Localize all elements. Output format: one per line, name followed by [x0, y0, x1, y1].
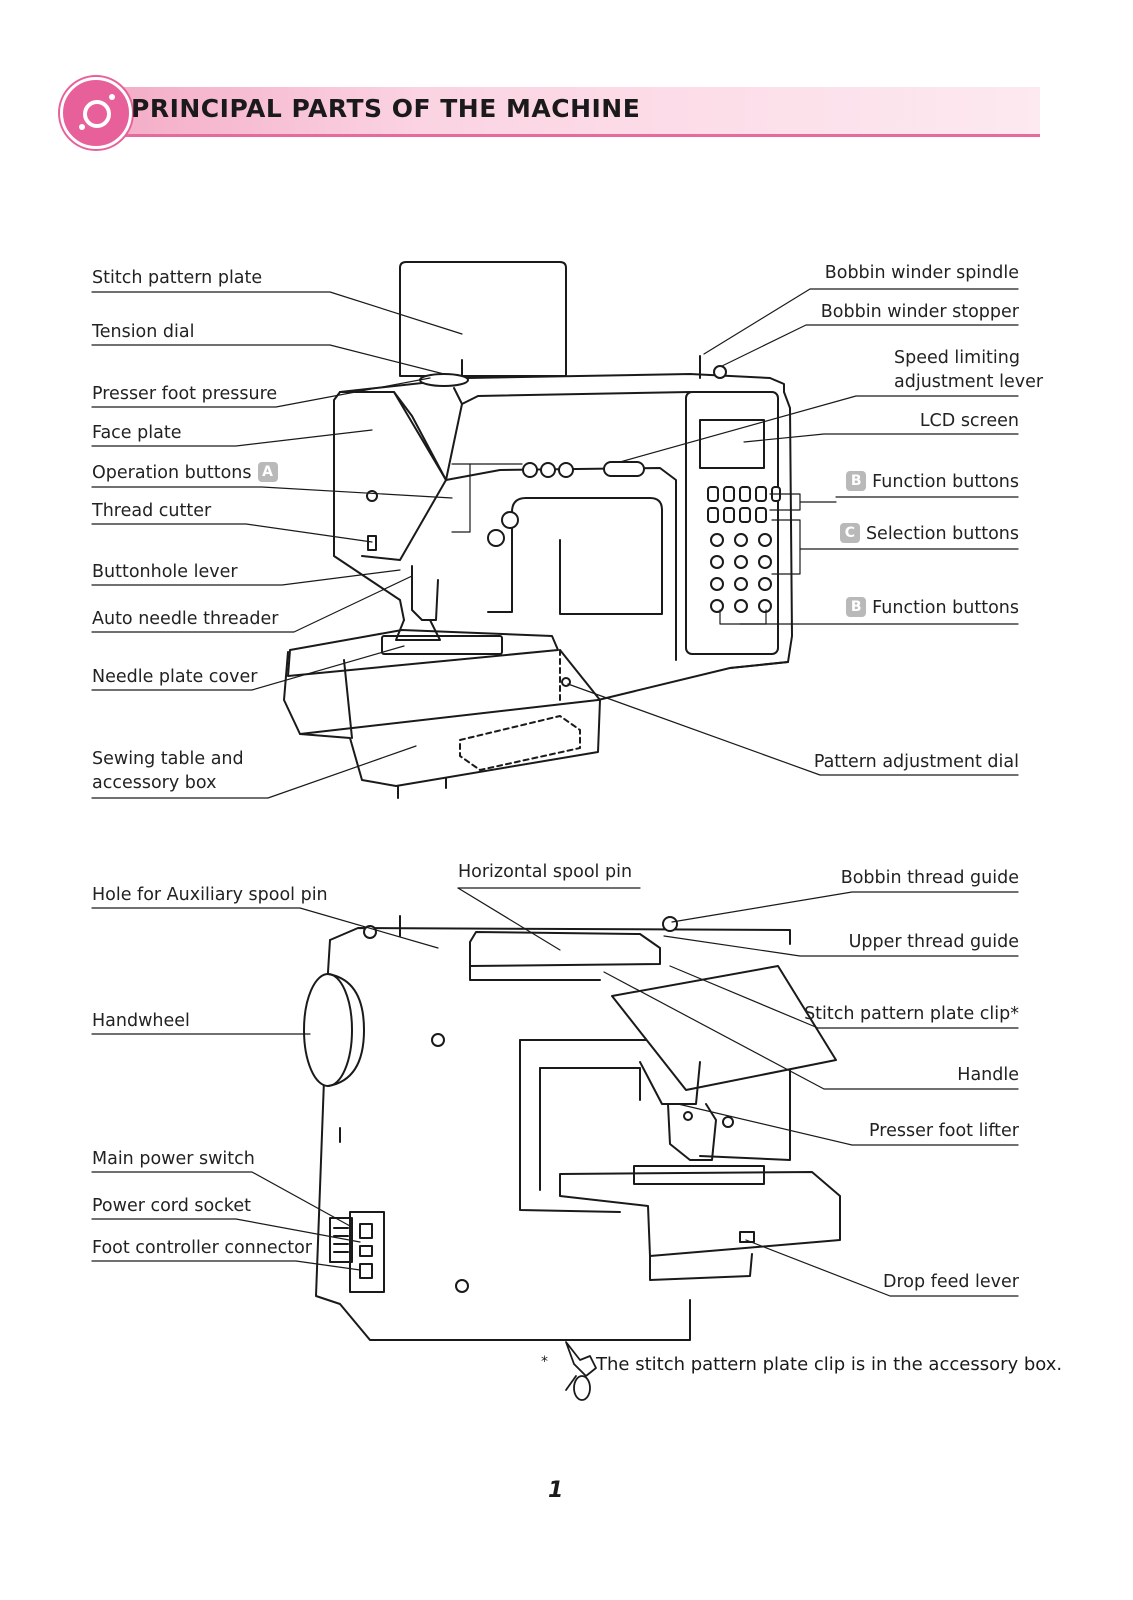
- label-thread-cutter: Thread cutter: [92, 501, 212, 521]
- label-stitch-pattern-plate: Stitch pattern plate: [92, 268, 263, 288]
- label-handwheel: Handwheel: [92, 1011, 190, 1031]
- rear-leader-lines: [91, 887, 1019, 1297]
- label-main-power-switch: Main power switch: [92, 1149, 255, 1169]
- label-handle: Handle: [957, 1065, 1019, 1085]
- label-auto-needle-threader: Auto needle threader: [92, 609, 279, 629]
- label-upper-thread-guide: Upper thread guide: [848, 932, 1019, 952]
- label-bobbin-winder-spindle: Bobbin winder spindle: [824, 263, 1019, 283]
- plate-clip-icon: [565, 1341, 597, 1401]
- badge-a: A: [257, 462, 278, 482]
- label-pattern-adjustment-dial: Pattern adjustment dial: [813, 752, 1019, 772]
- label-selection-buttons-text: Selection buttons: [865, 524, 1019, 544]
- label-speed-limiting-line2: adjustment lever: [894, 372, 1044, 392]
- label-buttonhole-lever: Buttonhole lever: [92, 562, 238, 582]
- badge-c: C: [839, 523, 860, 543]
- page-title: PRINCIPAL PARTS OF THE MACHINE: [131, 94, 641, 123]
- label-face-plate: Face plate: [92, 423, 182, 443]
- section-bullet-icon: [60, 77, 132, 149]
- front-view-machine: [283, 261, 793, 799]
- label-bobbin-winder-stopper: Bobbin winder stopper: [820, 302, 1019, 322]
- label-horizontal-spool-pin: Horizontal spool pin: [458, 862, 633, 882]
- label-tension-dial: Tension dial: [92, 322, 195, 342]
- label-bobbin-thread-guide: Bobbin thread guide: [840, 868, 1019, 888]
- label-operation-buttons-text: Operation buttons: [92, 463, 252, 483]
- footnote-text: The stitch pattern plate clip is in the …: [596, 1354, 1063, 1375]
- label-foot-controller-connector: Foot controller connector: [92, 1238, 312, 1258]
- badge-b-bottom: B: [846, 597, 867, 617]
- front-leader-lines: [91, 288, 1019, 799]
- label-sewing-table-line2: accessory box: [92, 773, 217, 793]
- header-banner: [80, 87, 1040, 135]
- rear-view-machine: [303, 915, 841, 1341]
- label-lcd-screen: LCD screen: [919, 411, 1019, 431]
- label-speed-limiting-line1: Speed limiting: [894, 348, 1020, 368]
- header-underline: [90, 134, 1040, 137]
- label-hole-auxiliary-spool-pin: Hole for Auxiliary spool pin: [92, 885, 328, 905]
- label-presser-foot-lifter: Presser foot lifter: [869, 1121, 1019, 1141]
- footnote-asterisk: *: [541, 1354, 548, 1370]
- badge-b-top: B: [846, 471, 867, 491]
- label-presser-foot-pressure: Presser foot pressure: [92, 384, 278, 404]
- label-function-buttons-bottom-text: Function buttons: [872, 598, 1019, 618]
- label-stitch-pattern-plate-clip: Stitch pattern plate clip*: [804, 1004, 1019, 1024]
- label-sewing-table-line1: Sewing table and: [92, 749, 244, 769]
- label-drop-feed-lever: Drop feed lever: [883, 1272, 1019, 1292]
- page-number: 1: [548, 1478, 564, 1503]
- label-function-buttons-top-text: Function buttons: [872, 472, 1019, 492]
- label-needle-plate-cover: Needle plate cover: [92, 667, 258, 687]
- label-power-cord-socket: Power cord socket: [92, 1196, 251, 1216]
